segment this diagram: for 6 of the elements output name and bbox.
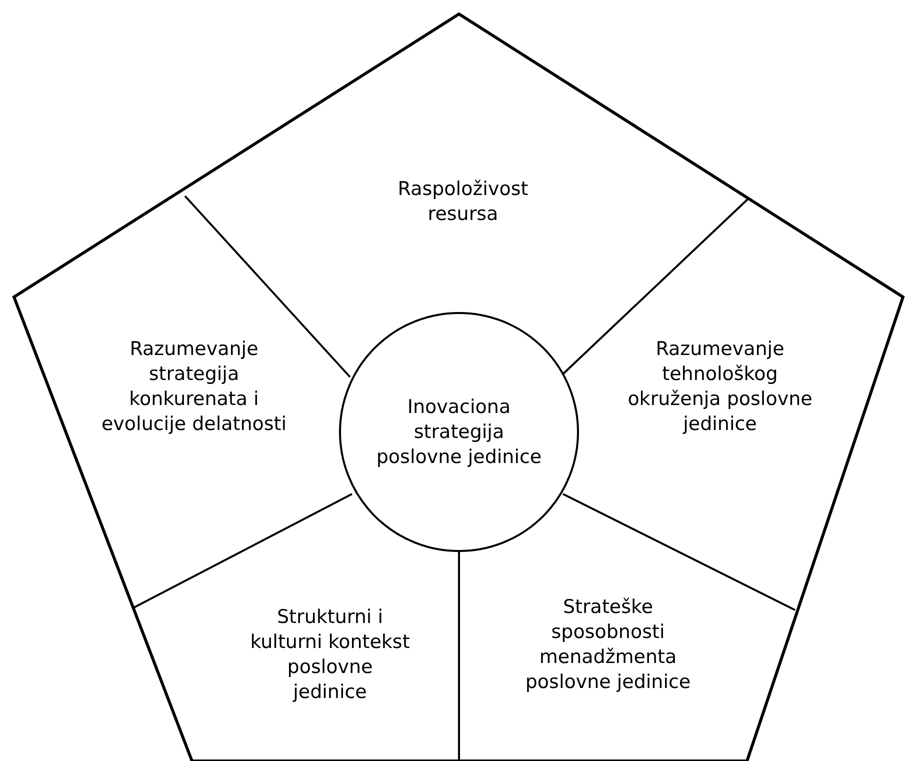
sector-label: Strateške sposobnosti menadžmenta poslovne jedinice — [508, 595, 708, 695]
center-circle: Inovaciona strategija poslovne jedinice — [339, 312, 579, 552]
sector-label: Razumevanje strategija konkurenata i evolucije delatnosti — [94, 337, 294, 437]
sector-label: Raspoloživost resursa — [363, 177, 563, 227]
sector-label: Strukturni i kulturni kontekst poslovne jedinice — [250, 605, 410, 705]
sector-label: Razumevanje tehnološkog okruženja poslovne jedinice — [625, 337, 815, 437]
